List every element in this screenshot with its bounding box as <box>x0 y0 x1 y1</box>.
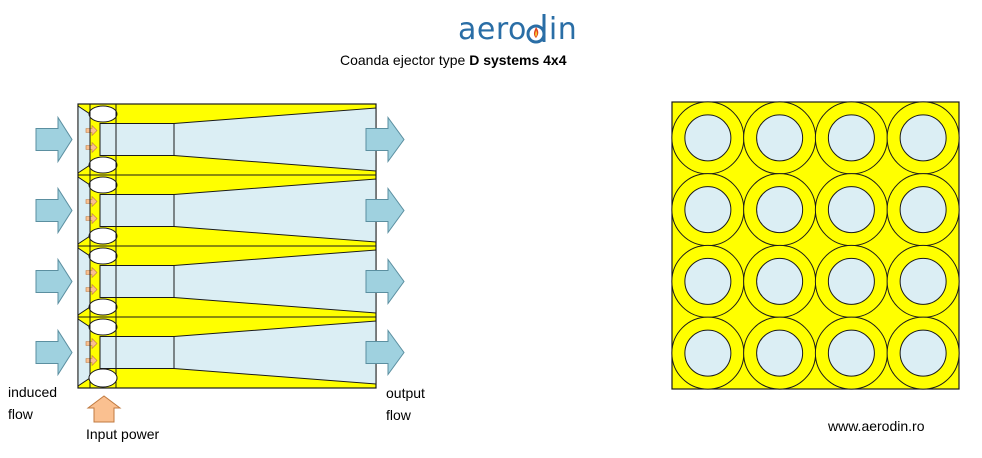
output-flow-arrow-icon <box>365 115 405 164</box>
nozzle-ellipse-top <box>88 318 118 336</box>
primary-flow-arrow-icon <box>85 266 98 279</box>
inlet-lip <box>77 247 91 316</box>
input-power-label: Input power <box>86 426 160 442</box>
nozzle-ellipse-top <box>88 176 118 194</box>
ejector-bore <box>756 186 804 234</box>
ejector-bore <box>899 186 947 234</box>
primary-flow-arrow-icon <box>85 124 98 137</box>
ejector-bore <box>684 329 732 377</box>
feed-inlet-ellipse <box>88 368 118 388</box>
induced-flow-arrow-icon <box>35 115 73 164</box>
output-flow-arrow-icon <box>365 328 405 377</box>
nozzle-ellipse-bottom <box>88 227 118 245</box>
inlet-lip <box>77 105 91 174</box>
output-flow-arrow-icon <box>365 186 405 235</box>
website-label: www.aerodin.ro <box>828 418 925 434</box>
ejector-bore <box>899 329 947 377</box>
inlet-lip <box>77 318 91 387</box>
ejector-bore <box>756 329 804 377</box>
inlet-lip <box>77 176 91 245</box>
ejector-bore <box>827 186 875 234</box>
primary-flow-arrow-icon <box>85 195 98 208</box>
induced-flow-arrow-icon <box>35 186 73 235</box>
ejector-bore <box>827 329 875 377</box>
logo-d-flame-icon <box>526 14 546 44</box>
primary-flow-arrow-icon <box>85 354 98 367</box>
ejector-bore <box>684 114 732 162</box>
primary-flow-arrow-icon <box>85 337 98 350</box>
nozzle-ellipse-top <box>88 247 118 265</box>
ejector-bore <box>684 186 732 234</box>
primary-flow-arrow-icon <box>85 212 98 225</box>
diagram-subtitle: Coanda ejector type D systems 4x4 <box>340 52 567 68</box>
nozzle-ellipse-bottom <box>88 156 118 174</box>
primary-flow-arrow-icon <box>85 283 98 296</box>
ejector-bore <box>899 257 947 305</box>
nozzle-ellipse-bottom <box>88 298 118 316</box>
ejector-bore <box>756 114 804 162</box>
induced-flow-arrow-icon <box>35 328 73 377</box>
nozzle-ellipse-top <box>88 105 118 123</box>
primary-flow-arrow-icon <box>85 141 98 154</box>
input-power-arrow-icon <box>86 395 122 423</box>
ejector-bore <box>684 257 732 305</box>
ejector-bore <box>827 114 875 162</box>
ejector-bore <box>827 257 875 305</box>
induced-flow-arrow-icon <box>35 257 73 306</box>
output-flow-arrow-icon <box>365 257 405 306</box>
ejector-bore <box>899 114 947 162</box>
ejector-bore <box>756 257 804 305</box>
